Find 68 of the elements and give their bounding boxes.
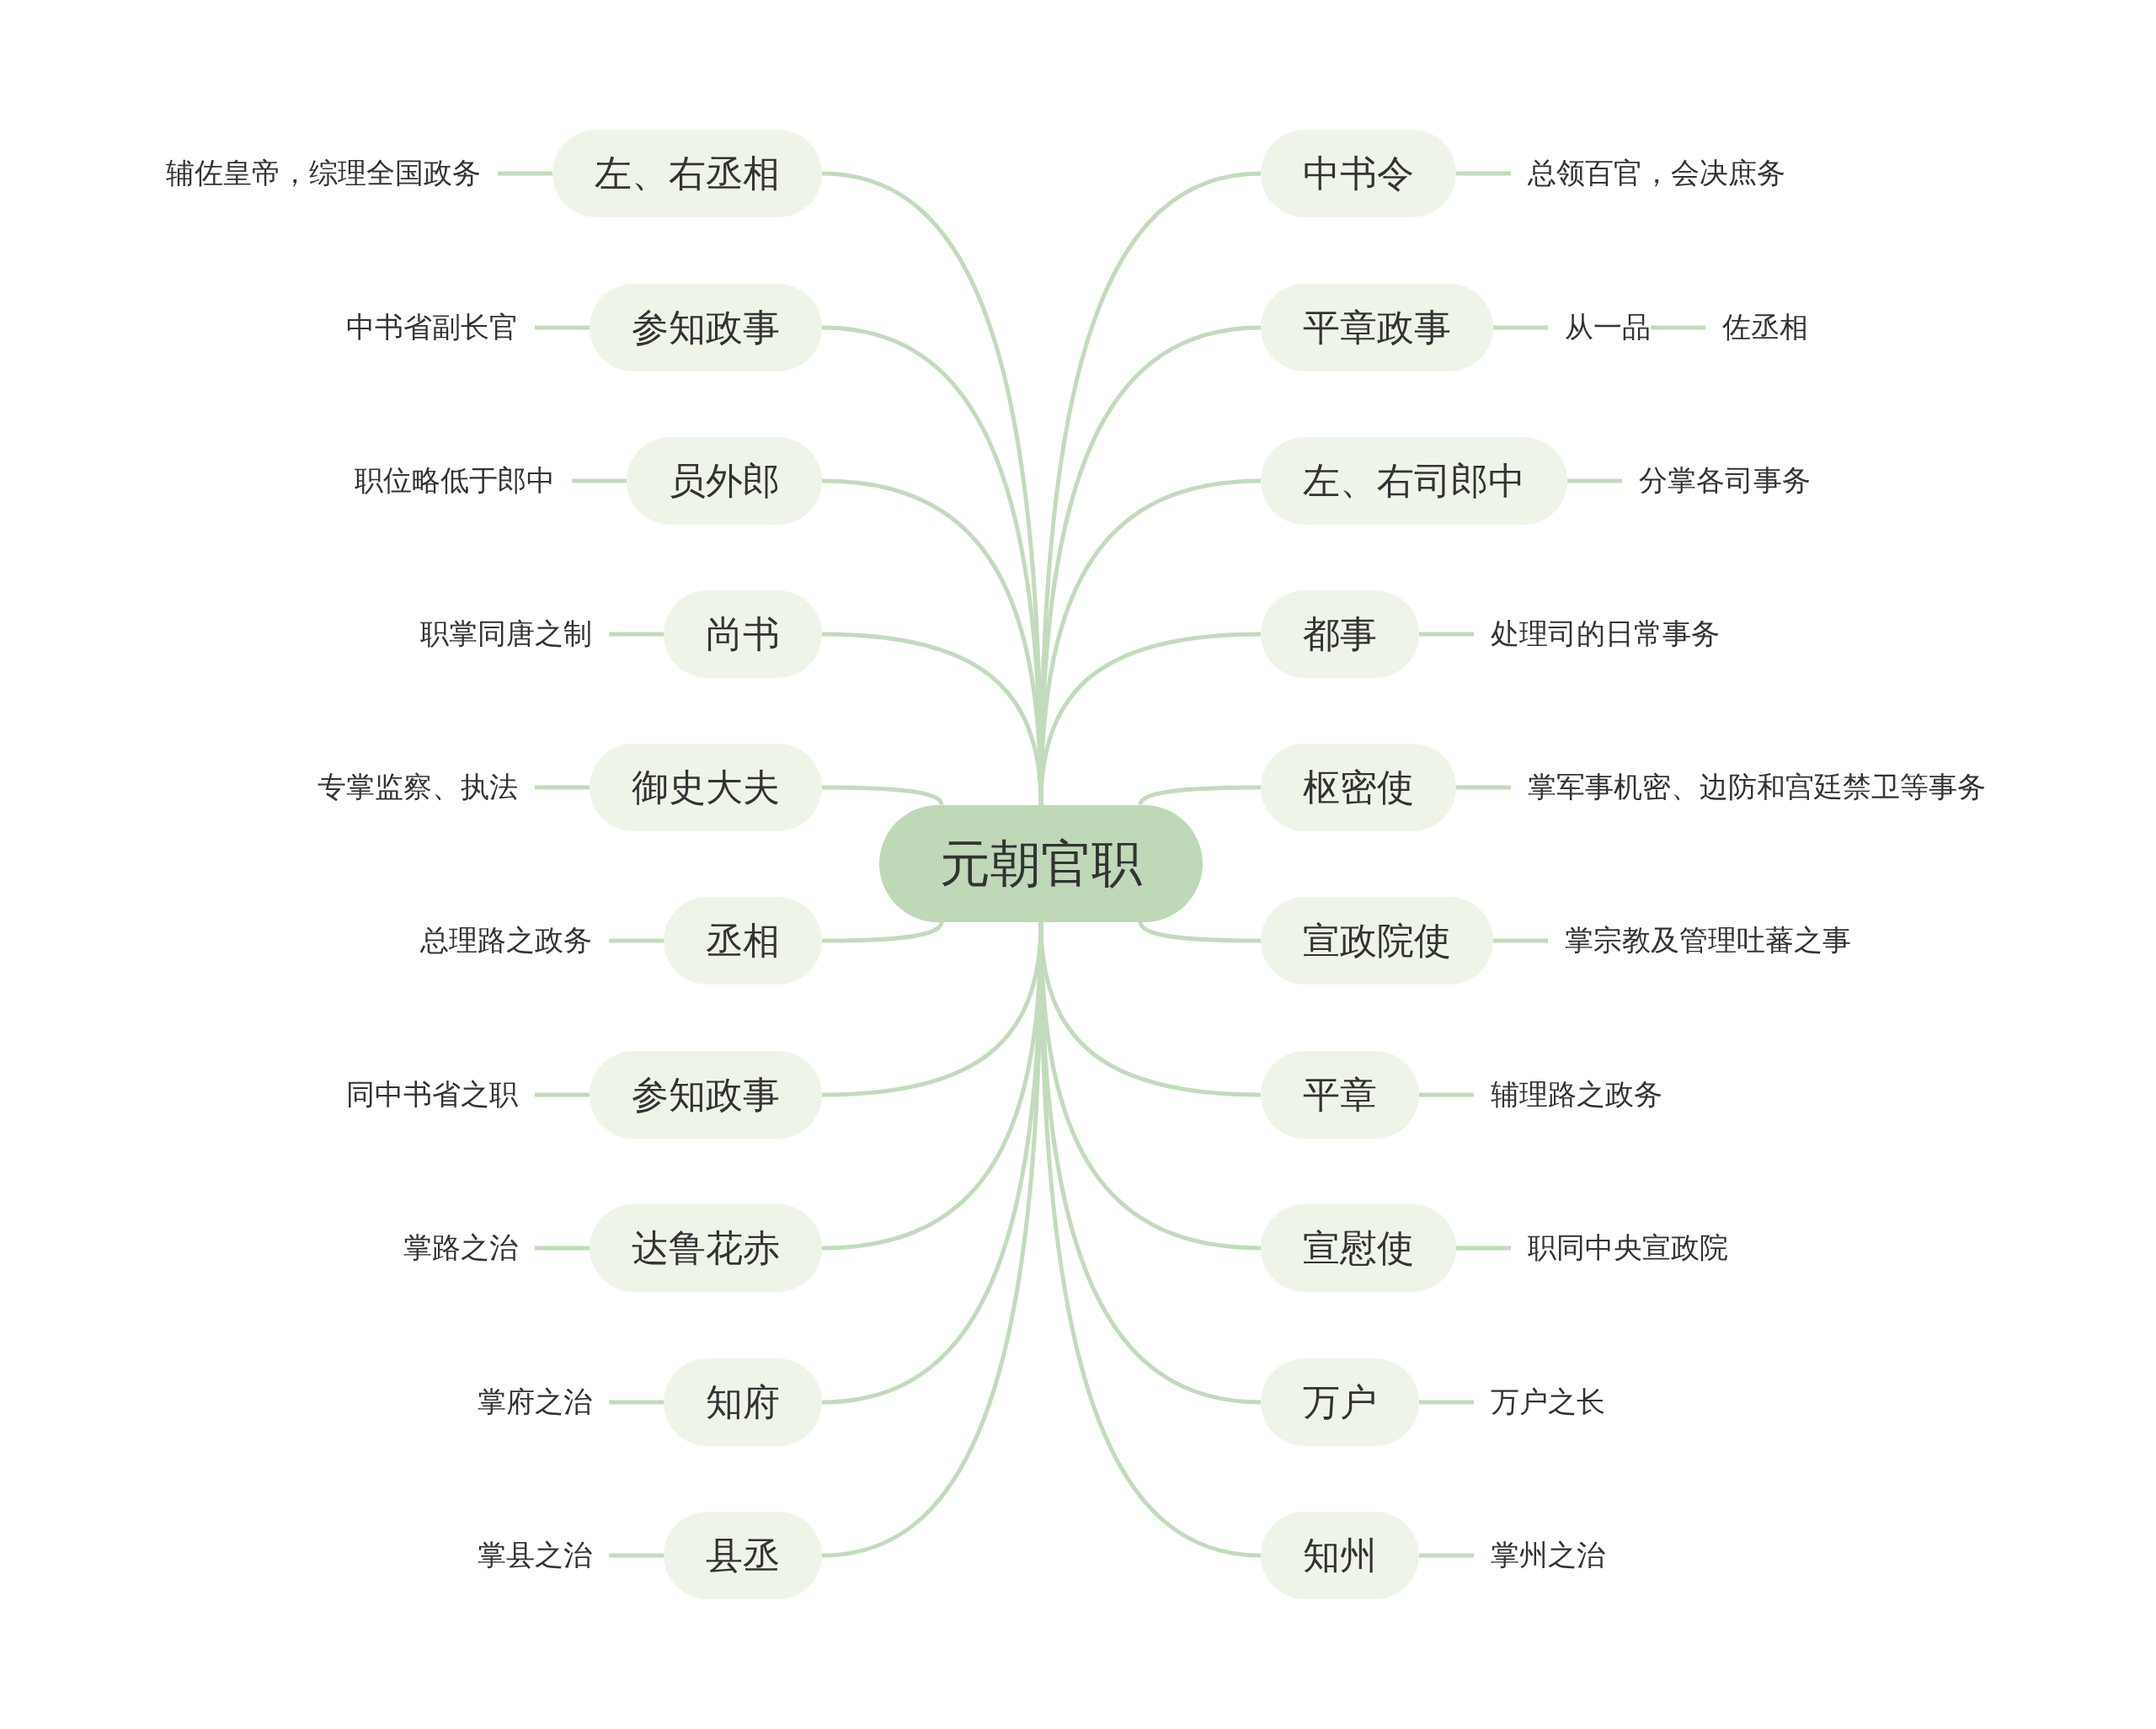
note-text: 掌军事机密、边防和宫廷禁卫等事务 <box>1528 768 1986 807</box>
connector-line <box>1567 478 1622 483</box>
connector-line <box>1456 171 1511 176</box>
note-text: 掌州之治 <box>1491 1536 1605 1575</box>
topic-box: 知府 <box>664 1358 822 1446</box>
note-text: 职同中央宣政院 <box>1528 1229 1728 1267</box>
note-text: 佐丞相 <box>1722 308 1808 347</box>
connector-line <box>609 938 664 943</box>
topic-box: 万户 <box>1261 1358 1419 1446</box>
topic-box: 尚书 <box>664 590 822 678</box>
topic-box: 丞相 <box>664 897 822 985</box>
note-text: 万户之长 <box>1491 1383 1605 1422</box>
note-text: 中书省副长官 <box>346 308 518 347</box>
connector-line <box>572 478 627 483</box>
connector-line <box>535 1246 590 1251</box>
connector-line <box>1138 785 1261 806</box>
note-text: 职掌同唐之制 <box>420 615 592 654</box>
note-text: 辅理路之政务 <box>1491 1075 1662 1114</box>
topic-box: 平章 <box>1261 1051 1419 1139</box>
connector-line <box>1419 632 1474 637</box>
topic-box: 参知政事 <box>590 284 822 371</box>
connector-line <box>498 171 552 176</box>
topic-box: 员外郎 <box>627 437 822 525</box>
topic-box: 枢密使 <box>1261 744 1456 831</box>
topic-box: 左、右司郎中 <box>1261 437 1567 525</box>
connector-line <box>1456 785 1511 790</box>
note-text: 从一品 <box>1565 308 1651 347</box>
topic-box: 知州 <box>1261 1512 1419 1599</box>
connector-line <box>1651 325 1705 330</box>
note-text: 掌宗教及管理吐蕃之事 <box>1565 921 1851 960</box>
note-text: 职位略低于郎中 <box>355 462 555 500</box>
note-text: 掌县之治 <box>478 1536 592 1575</box>
note-text: 辅佐皇帝，综理全国政务 <box>166 154 481 193</box>
note-text: 同中书省之职 <box>346 1075 518 1114</box>
topic-box: 宣慰使 <box>1261 1204 1456 1292</box>
connector-line <box>1138 921 1261 943</box>
topic-box: 县丞 <box>664 1512 822 1599</box>
topic-box: 御史大夫 <box>590 744 822 831</box>
connector-line <box>535 1092 590 1097</box>
note-text: 掌路之治 <box>403 1229 518 1267</box>
connector-line <box>535 325 590 330</box>
topic-box: 中书令 <box>1261 130 1456 217</box>
connector-line <box>609 1553 664 1558</box>
note-text: 处理司的日常事务 <box>1491 615 1720 654</box>
note-text: 掌府之治 <box>478 1383 592 1422</box>
connector-line <box>1493 325 1548 330</box>
central-topic: 元朝官职 <box>879 804 1203 922</box>
connector-line <box>1038 632 1262 805</box>
note-text: 分掌各司事务 <box>1639 462 1811 500</box>
connector-line <box>1419 1553 1474 1558</box>
note-text: 专掌监察、执法 <box>318 768 518 807</box>
note-text: 总理路之政务 <box>420 921 592 960</box>
connector-line <box>1419 1092 1474 1097</box>
topic-box: 平章政事 <box>1261 284 1493 371</box>
note-text: 总领百官，会决庶务 <box>1528 154 1785 193</box>
connector-line <box>609 1400 664 1405</box>
connector-line <box>609 632 664 637</box>
topic-box: 参知政事 <box>590 1051 822 1139</box>
connector-line <box>1493 938 1548 943</box>
connector-line <box>1456 1246 1511 1251</box>
connector-line <box>535 785 590 790</box>
connector-line <box>822 785 944 806</box>
topic-box: 都事 <box>1261 590 1419 678</box>
topic-box: 达鲁花赤 <box>590 1204 822 1292</box>
topic-box: 左、右丞相 <box>552 130 822 217</box>
topic-box: 宣政院使 <box>1261 897 1493 985</box>
connector-line <box>822 921 944 943</box>
connector-line <box>1419 1400 1474 1405</box>
